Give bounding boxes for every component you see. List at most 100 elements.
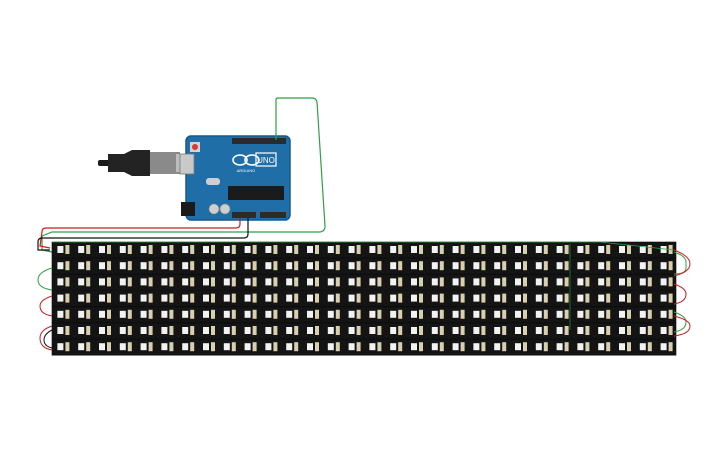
led-pixel[interactable] [223, 262, 230, 270]
led-pixel[interactable] [473, 327, 480, 334]
led-pixel[interactable] [619, 310, 625, 318]
led-pixel[interactable] [182, 246, 189, 253]
led-pixel[interactable] [78, 262, 85, 270]
led-pixel[interactable] [161, 262, 168, 270]
led-pixel[interactable] [494, 278, 501, 286]
led-pixel[interactable] [369, 294, 376, 302]
led-pixel[interactable] [286, 343, 293, 351]
led-pixel[interactable] [369, 246, 376, 253]
led-pixel[interactable] [265, 310, 272, 318]
led-pixel[interactable] [577, 343, 584, 351]
led-pixel[interactable] [286, 327, 293, 334]
led-pixel[interactable] [452, 343, 459, 351]
led-pixel[interactable] [182, 262, 189, 270]
led-pixel[interactable] [99, 294, 105, 302]
data-wire[interactable] [41, 97, 326, 253]
led-pixel[interactable] [577, 278, 584, 286]
led-pixel[interactable] [161, 343, 168, 351]
led-pixel[interactable] [244, 294, 251, 302]
led-pixel[interactable] [57, 327, 64, 334]
led-pixel[interactable] [78, 343, 85, 351]
led-pixel[interactable] [348, 327, 355, 334]
led-pixel[interactable] [244, 262, 251, 270]
led-pixel[interactable] [452, 327, 459, 334]
led-pixel[interactable] [327, 246, 334, 253]
led-pixel[interactable] [265, 246, 272, 253]
led-pixel[interactable] [639, 294, 646, 302]
led-pixel[interactable] [182, 343, 189, 351]
led-pixel[interactable] [99, 310, 105, 318]
led-pixel[interactable] [473, 278, 480, 286]
led-pixel[interactable] [411, 327, 417, 334]
led-pixel[interactable] [598, 310, 605, 318]
led-pixel[interactable] [99, 327, 105, 334]
led-pixel[interactable] [327, 278, 334, 286]
led-pixel[interactable] [161, 246, 168, 253]
led-pixel[interactable] [348, 246, 355, 253]
led-pixel[interactable] [535, 262, 542, 270]
led-pixel[interactable] [99, 262, 105, 270]
led-pixel[interactable] [411, 278, 417, 286]
led-pixel[interactable] [161, 327, 168, 334]
led-pixel[interactable] [369, 343, 376, 351]
led-pixel[interactable] [411, 262, 417, 270]
led-pixel[interactable] [577, 294, 584, 302]
led-pixel[interactable] [411, 246, 417, 253]
led-pixel[interactable] [515, 278, 521, 286]
led-pixel[interactable] [411, 294, 417, 302]
led-pixel[interactable] [57, 343, 64, 351]
led-pixel[interactable] [515, 327, 521, 334]
led-pixel[interactable] [286, 246, 293, 253]
led-pixel[interactable] [660, 246, 667, 253]
led-pixel[interactable] [78, 278, 85, 286]
led-pixel[interactable] [556, 262, 563, 270]
led-pixel[interactable] [473, 343, 480, 351]
led-pixel[interactable] [140, 262, 147, 270]
led-pixel[interactable] [140, 343, 147, 351]
led-pixel[interactable] [57, 310, 64, 318]
led-pixel[interactable] [369, 262, 376, 270]
led-pixel[interactable] [161, 278, 168, 286]
led-pixel[interactable] [182, 278, 189, 286]
led-pixel[interactable] [119, 294, 126, 302]
led-pixel[interactable] [660, 278, 667, 286]
led-pixel[interactable] [431, 262, 438, 270]
led-pixel[interactable] [119, 278, 126, 286]
led-pixel[interactable] [535, 278, 542, 286]
led-pixel[interactable] [119, 246, 126, 253]
led-pixel[interactable] [598, 262, 605, 270]
led-pixel[interactable] [57, 262, 64, 270]
led-pixel[interactable] [473, 310, 480, 318]
led-pixel[interactable] [203, 294, 209, 302]
led-pixel[interactable] [598, 278, 605, 286]
led-pixel[interactable] [639, 343, 646, 351]
led-pixel[interactable] [99, 246, 105, 253]
led-pixel[interactable] [182, 327, 189, 334]
led-pixel[interactable] [556, 278, 563, 286]
led-pixel[interactable] [598, 327, 605, 334]
led-pixel[interactable] [223, 327, 230, 334]
led-pixel[interactable] [307, 343, 313, 351]
led-pixel[interactable] [431, 278, 438, 286]
led-pixel[interactable] [515, 310, 521, 318]
led-pixel[interactable] [78, 327, 85, 334]
led-pixel[interactable] [223, 246, 230, 253]
led-pixel[interactable] [140, 310, 147, 318]
led-pixel[interactable] [244, 278, 251, 286]
led-pixel[interactable] [639, 327, 646, 334]
led-pixel[interactable] [265, 278, 272, 286]
led-pixel[interactable] [140, 327, 147, 334]
led-pixel[interactable] [244, 310, 251, 318]
led-pixel[interactable] [327, 294, 334, 302]
led-pixel[interactable] [286, 310, 293, 318]
led-pixel[interactable] [307, 327, 313, 334]
led-pixel[interactable] [369, 310, 376, 318]
led-pixel[interactable] [494, 310, 501, 318]
led-pixel[interactable] [78, 246, 85, 253]
led-pixel[interactable] [639, 246, 646, 253]
led-pixel[interactable] [327, 343, 334, 351]
led-pixel[interactable] [390, 310, 397, 318]
led-pixel[interactable] [140, 246, 147, 253]
led-pixel[interactable] [348, 278, 355, 286]
led-pixel[interactable] [598, 343, 605, 351]
